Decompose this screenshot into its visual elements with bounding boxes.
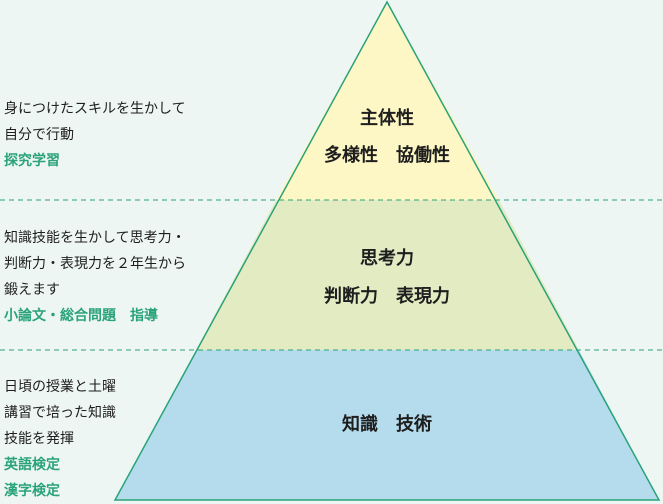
pyramid-tier-top [276,2,499,200]
side-bottom-line: 日頃の授業と土曜 [4,379,116,395]
pyramid-middle-line1: 思考力 [360,247,414,269]
side-middle-line: 知識技能を生かして思考力・ [4,230,186,246]
side-description-top: 身につけたスキルを生かして 自分で行動 探究学習 [4,96,254,174]
side-description-middle: 知識技能を生かして思考力・ 判断力・表現力を２年生から 鍛えます 小論文・総合問… [4,225,254,329]
pyramid-middle-line2: 判断力 表現力 [324,285,450,307]
side-middle-line: 鍛えます [4,282,60,298]
pyramid-tier-middle [196,200,579,350]
side-bottom-tag: 英語検定 [4,457,60,473]
pyramid-outline [113,0,661,501]
pyramid-tier-bottom [115,350,659,500]
side-bottom-line: 技能を発揮 [4,431,74,447]
side-bottom-tag: 漢字検定 [4,483,60,499]
pyramid-bottom-line1: 知識 技術 [342,413,432,435]
side-top-tag: 探究学習 [4,153,60,169]
side-top-line: 自分で行動 [4,127,74,143]
side-top-line: 身につけたスキルを生かして [4,101,186,117]
side-middle-line: 判断力・表現力を２年生から [4,256,186,272]
side-bottom-line: 講習で培った知識 [4,405,116,421]
side-description-bottom: 日頃の授業と土曜 講習で培った知識 技能を発揮 英語検定 漢字検定 [4,374,254,504]
side-middle-tag: 小論文・総合問題 指導 [4,308,158,324]
pyramid-top-line1: 主体性 [360,107,414,129]
pyramid-top-line2: 多様性 協働性 [324,144,450,166]
